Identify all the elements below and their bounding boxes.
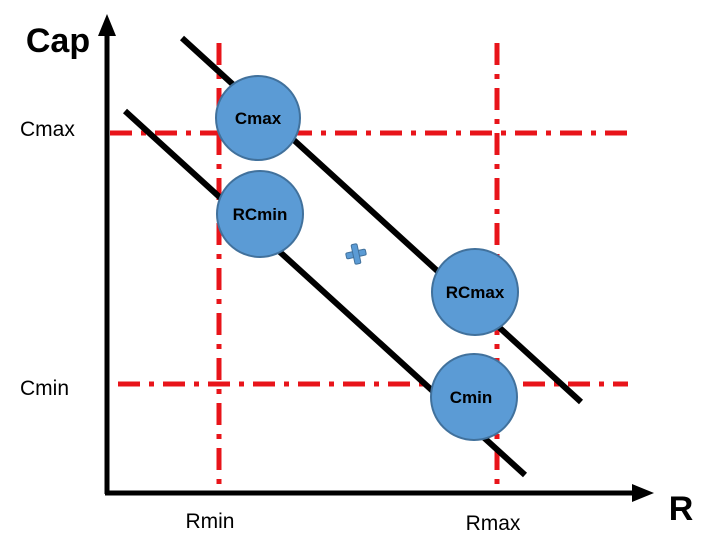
x-axis-arrow-icon	[632, 484, 654, 502]
rmin-label: Rmin	[185, 510, 234, 533]
corner-node-label: Cmax	[235, 109, 282, 128]
y-axis-title: Cap	[26, 22, 90, 60]
corner-node-rcmin: RCmin	[216, 170, 304, 258]
y-axis-arrow-icon	[98, 14, 116, 36]
corner-node-circle	[216, 170, 304, 258]
center-plus-icon	[345, 243, 367, 265]
corner-node-label: RCmax	[446, 283, 505, 302]
cmax-label: Cmax	[20, 118, 75, 141]
corner-node-circle	[431, 248, 519, 336]
corner-node-cmin: Cmin	[430, 353, 518, 441]
cmin-label: Cmin	[20, 377, 69, 400]
reference-lines	[110, 43, 628, 490]
x-axis-title: R	[669, 490, 694, 528]
rmax-label: Rmax	[466, 512, 521, 535]
corner-node-circle	[215, 75, 301, 161]
corner-node-label: RCmin	[233, 205, 288, 224]
corner-node-rcmax: RCmax	[431, 248, 519, 336]
corner-node-label: Cmin	[450, 388, 493, 407]
axes	[104, 32, 636, 496]
corner-node-circle	[430, 353, 518, 441]
corner-node-cmax: Cmax	[215, 75, 301, 161]
